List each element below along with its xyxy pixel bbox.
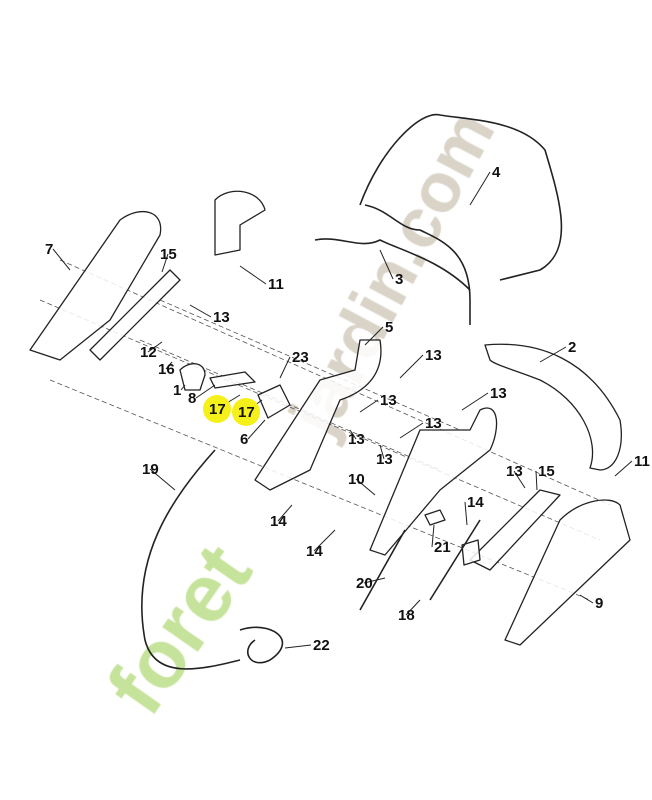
- callout-number-13: 13: [490, 385, 507, 402]
- part-5-center-bracket: [254, 339, 382, 491]
- part-10-right-housing: [369, 407, 498, 556]
- callout-leader-line: [379, 249, 394, 280]
- callout-number-12: 12: [140, 344, 157, 361]
- callout-leader-line: [284, 644, 312, 649]
- callout-leader-line: [363, 577, 386, 584]
- callout-leader-line: [431, 524, 435, 548]
- callout-number-14: 14: [270, 513, 287, 530]
- callout-number-1: 1: [173, 382, 181, 399]
- callout-leader-line: [195, 384, 216, 399]
- callout-leader-line: [180, 384, 186, 391]
- callout-number-8: 8: [188, 390, 196, 407]
- callout-leader-line: [52, 248, 71, 271]
- callout-number-7: 7: [45, 241, 53, 258]
- callout-number-9: 9: [595, 595, 603, 612]
- part-4-upper-handle: [359, 113, 563, 325]
- callout-number-13: 13: [348, 431, 365, 448]
- callout-number-17: 17: [238, 404, 255, 421]
- callout-number-3: 3: [395, 271, 403, 288]
- callout-leader-line: [513, 470, 526, 489]
- callout-number-14: 14: [306, 543, 323, 560]
- callout-leader-line: [147, 341, 163, 353]
- callout-number-14: 14: [467, 494, 484, 511]
- callout-leader-line: [579, 594, 594, 604]
- callout-leader-line: [539, 346, 567, 363]
- callout-number-19: 19: [142, 461, 159, 478]
- callout-number-13: 13: [380, 392, 397, 409]
- callout-number-13: 13: [376, 451, 393, 468]
- callout-leader-line: [359, 399, 379, 413]
- callout-leader-line: [461, 392, 489, 411]
- callout-number-6: 6: [240, 431, 248, 448]
- callout-highlight: [203, 395, 231, 423]
- callout-number-10: 10: [348, 471, 365, 488]
- callout-leader-line: [399, 422, 424, 439]
- part-20-18-cables: [359, 519, 481, 611]
- callout-leader-line: [464, 501, 468, 526]
- part-2-crossbar: [484, 343, 622, 471]
- part-19-cable: [141, 449, 241, 670]
- callout-number-18: 18: [398, 607, 415, 624]
- callout-leader-line: [149, 468, 176, 491]
- callout-leader-line: [614, 460, 633, 477]
- callout-number-23: 23: [292, 349, 309, 366]
- callout-highlight: [232, 398, 260, 426]
- part-7-left-lower-handle: [29, 211, 181, 361]
- callout-number-15: 15: [160, 246, 177, 263]
- callout-leader-line: [349, 429, 357, 440]
- callout-number-4: 4: [492, 164, 501, 181]
- callout-number-5: 5: [385, 319, 393, 336]
- callout-leader-line: [313, 529, 336, 552]
- callout-number-20: 20: [356, 575, 373, 592]
- parts-small-components: [179, 363, 481, 566]
- callout-number-21: 21: [434, 539, 451, 556]
- part-22-cable-clip: [239, 626, 284, 664]
- callout-leader-line: [239, 265, 267, 285]
- part-top-bracket: [214, 190, 266, 256]
- callout-number-2: 2: [568, 339, 576, 356]
- callout-leader-line: [469, 171, 491, 206]
- callout-leader-line: [161, 253, 169, 273]
- callout-number-13: 13: [506, 463, 523, 480]
- callout-leader-line: [279, 356, 291, 379]
- part-9-right-lower-handle: [469, 489, 631, 646]
- callout-number-11: 11: [268, 276, 284, 293]
- callout-number-13: 13: [425, 347, 442, 364]
- callout-leader-line: [405, 599, 421, 616]
- callout-number-16: 16: [158, 361, 175, 378]
- part-3-bail: [314, 238, 471, 291]
- callout-number-13: 13: [425, 415, 442, 432]
- callout-leader-line: [165, 361, 173, 370]
- callout-number-11: 11: [634, 453, 650, 470]
- callout-leader-line: [379, 444, 385, 460]
- callout-number-15: 15: [538, 463, 555, 480]
- callout-leader-line: [189, 304, 212, 318]
- callout-leader-line: [535, 470, 538, 491]
- callout-leader-line: [399, 354, 424, 379]
- callout-leader-line: [247, 419, 266, 440]
- callout-number-22: 22: [313, 637, 330, 654]
- callout-leader-line: [277, 504, 293, 522]
- callout-leader-line: [355, 478, 376, 496]
- callout-leader-line: [364, 326, 384, 346]
- callout-number-17: 17: [209, 401, 226, 418]
- callout-number-13: 13: [213, 309, 230, 326]
